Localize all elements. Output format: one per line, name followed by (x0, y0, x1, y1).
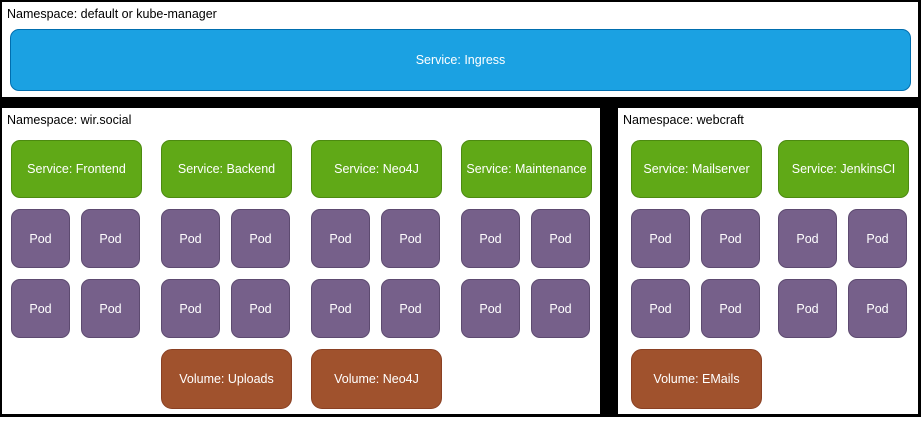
pod-row: Pod Pod (778, 279, 909, 338)
pod-row: Pod Pod (11, 209, 142, 268)
pod-row: Pod Pod (461, 279, 592, 338)
pod-box: Pod (11, 209, 70, 268)
pod-row: Pod Pod (778, 209, 909, 268)
pod-row: Pod Pod (461, 209, 592, 268)
pod-row: Pod Pod (161, 209, 292, 268)
wir-social-grid: Service: Frontend Service: Backend Servi… (11, 140, 592, 409)
service-maintenance-box: Service: Maintenance (461, 140, 592, 198)
pod-box: Pod (311, 209, 370, 268)
pod-row: Pod Pod (631, 279, 762, 338)
service-mailserver-box: Service: Mailserver (631, 140, 762, 198)
pod-box: Pod (161, 209, 220, 268)
pod-box: Pod (81, 279, 140, 338)
service-frontend-box: Service: Frontend (11, 140, 142, 198)
webcraft-grid: Service: Mailserver Service: JenkinsCI P… (631, 140, 909, 409)
pod-box: Pod (381, 209, 440, 268)
pod-box: Pod (11, 279, 70, 338)
namespace-panel-default: Namespace: default or kube-manager Servi… (2, 2, 918, 97)
pod-row: Pod Pod (11, 279, 142, 338)
pod-box: Pod (161, 279, 220, 338)
pod-box: Pod (311, 279, 370, 338)
pod-box: Pod (631, 279, 690, 338)
service-backend-box: Service: Backend (161, 140, 292, 198)
pod-box: Pod (231, 279, 290, 338)
pod-box: Pod (381, 279, 440, 338)
pod-box: Pod (81, 209, 140, 268)
pod-row: Pod Pod (311, 279, 442, 338)
pod-row: Pod Pod (161, 279, 292, 338)
pod-box: Pod (231, 209, 290, 268)
pod-box: Pod (778, 279, 837, 338)
volume-emails-box: Volume: EMails (631, 349, 762, 409)
pod-box: Pod (701, 209, 760, 268)
namespace-title-default: Namespace: default or kube-manager (7, 7, 217, 21)
pod-box: Pod (461, 209, 520, 268)
pod-box: Pod (848, 279, 907, 338)
service-neo4j-box: Service: Neo4J (311, 140, 442, 198)
pod-box: Pod (461, 279, 520, 338)
namespace-title-wir-social: Namespace: wir.social (7, 113, 132, 127)
pod-box: Pod (531, 279, 590, 338)
pod-row: Pod Pod (311, 209, 442, 268)
pod-box: Pod (631, 209, 690, 268)
volume-uploads-box: Volume: Uploads (161, 349, 292, 409)
namespace-panel-webcraft: Namespace: webcraft Service: Mailserver … (618, 108, 918, 414)
pod-box: Pod (531, 209, 590, 268)
pod-box: Pod (848, 209, 907, 268)
pod-box: Pod (701, 279, 760, 338)
pod-box: Pod (778, 209, 837, 268)
pod-row: Pod Pod (631, 209, 762, 268)
service-ingress-box: Service: Ingress (10, 29, 911, 91)
namespace-panel-wir-social: Namespace: wir.social Service: Frontend … (2, 108, 600, 414)
service-jenkinsci-box: Service: JenkinsCI (778, 140, 909, 198)
volume-neo4j-box: Volume: Neo4J (311, 349, 442, 409)
namespace-title-webcraft: Namespace: webcraft (623, 113, 744, 127)
